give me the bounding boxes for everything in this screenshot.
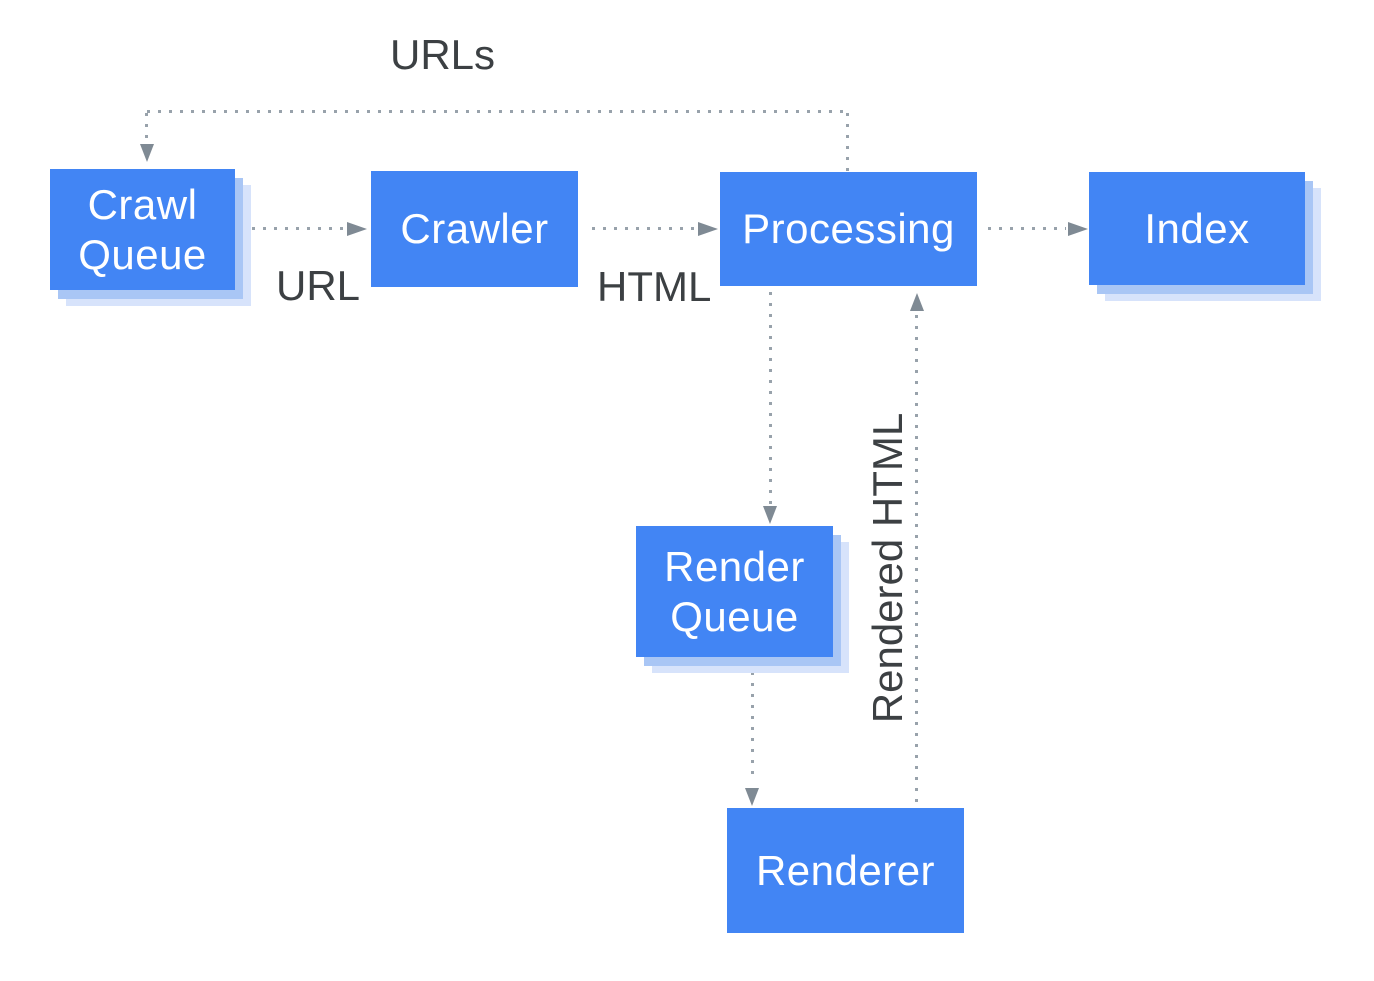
edge-label-urls: URLs [390, 31, 496, 78]
arrow-down-icon [140, 144, 154, 162]
node-index: Index [1089, 172, 1305, 285]
node-processing: Processing [720, 172, 977, 286]
node-crawl-queue: Crawl Queue [50, 169, 235, 290]
edge-label-rendered-html: Rendered HTML [864, 412, 911, 724]
node-index-label: Index [1144, 204, 1250, 252]
arrow-down-icon [745, 788, 759, 806]
arrow-right-icon [347, 222, 367, 236]
connector-crawler-processing [592, 227, 696, 230]
node-render-queue: Render Queue [636, 526, 833, 657]
edge-label-html: HTML [597, 263, 712, 310]
node-renderer-label: Renderer [755, 846, 936, 894]
node-processing-label: Processing [742, 205, 955, 253]
node-renderer: Renderer [727, 808, 964, 933]
arrow-up-icon [910, 293, 924, 311]
connector-renderer-processing [915, 315, 918, 806]
connector-urls-top [147, 110, 849, 113]
node-crawler-label: Crawler [400, 205, 549, 253]
connector-renderqueue-renderer [751, 672, 754, 780]
node-render-queue-label: Render Queue [664, 543, 805, 640]
connector-urls-from-processing [846, 113, 849, 171]
connector-crawlqueue-crawler [252, 227, 345, 230]
edge-label-url: URL [276, 262, 361, 309]
connector-processing-renderqueue [769, 292, 772, 504]
arrow-right-icon [1068, 222, 1088, 236]
connector-processing-index [988, 227, 1066, 230]
arrow-down-icon [763, 506, 777, 524]
node-crawl-queue-label: Crawl Queue [78, 181, 207, 278]
arrow-right-icon [698, 222, 718, 236]
connector-urls-to-crawl-queue [145, 113, 148, 143]
node-crawler: Crawler [371, 171, 578, 287]
